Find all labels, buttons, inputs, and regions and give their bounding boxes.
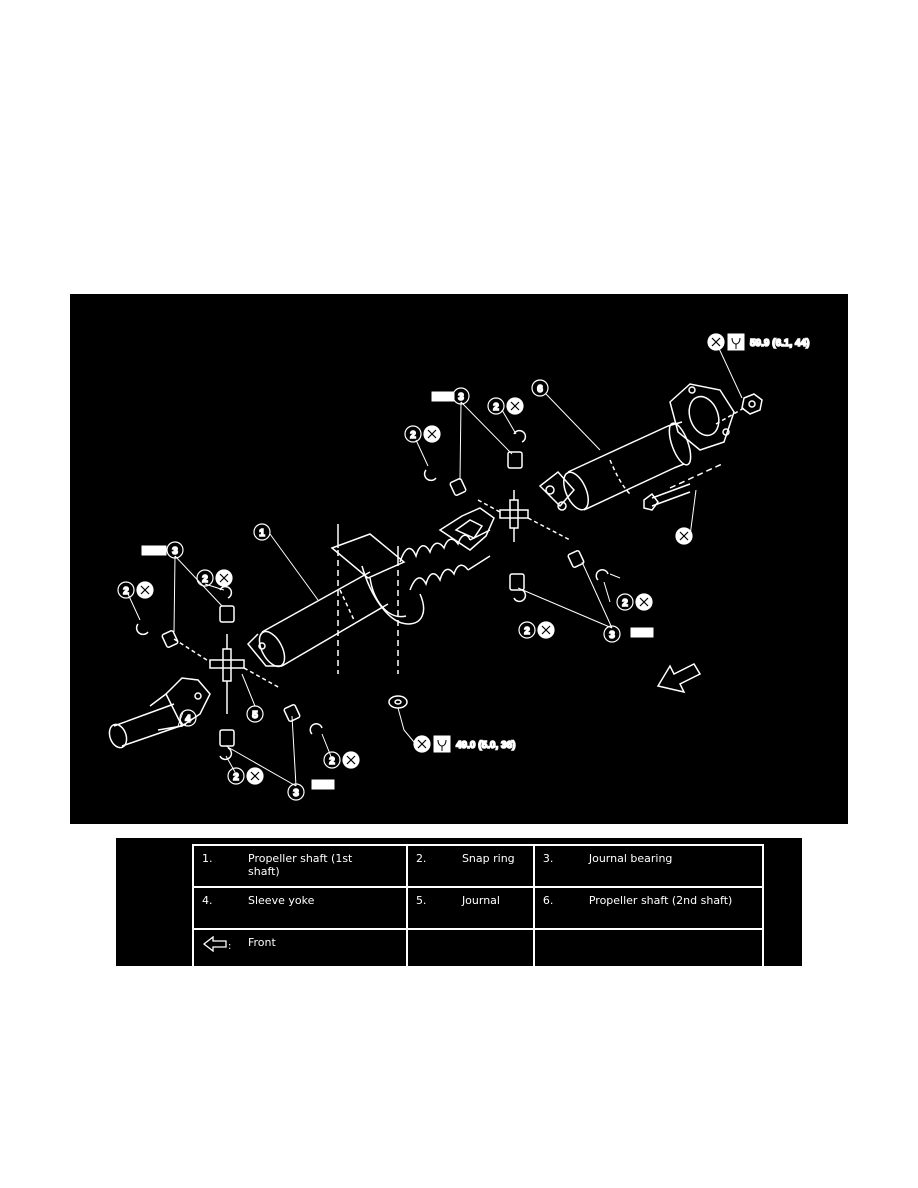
legend-table: 1. Propeller shaft (1st shaft) 2. Snap rin…	[192, 844, 765, 972]
callout-2-a: 2	[202, 574, 208, 585]
legend-label: Propeller shaft (1st shaft)	[248, 852, 353, 878]
center-bearing-nut	[388, 695, 408, 709]
callout-2-c: 2	[410, 430, 416, 441]
front-arrow-icon: :	[202, 936, 231, 952]
torque-spec-center-bearing: 49.0 (5.0, 36)	[456, 740, 515, 751]
legend-number: 5.	[415, 894, 427, 907]
propeller-shaft-1st	[246, 507, 495, 674]
propeller-shaft-2nd	[538, 383, 763, 511]
grease-icons	[141, 391, 654, 790]
leader-lines	[127, 341, 743, 787]
legend-label-front: Front	[248, 936, 276, 949]
exploded-view-diagram: 1 6 3 3 3 3 5 4 2 2 2 2 2 2 2 2 59.9 (6.…	[70, 294, 848, 824]
callout-3-right: 3	[609, 630, 615, 641]
legend-panel: 1. Propeller shaft (1st shaft) 2. Snap rin…	[116, 838, 802, 972]
callout-2-e: 2	[524, 626, 530, 637]
legend-cell: 3. Journal bearing	[532, 844, 765, 888]
journal-cross-front	[173, 634, 281, 714]
legend-cell: 6. Propeller shaft (2nd shaft)	[532, 886, 765, 930]
callout-5: 5	[252, 710, 258, 721]
front-colon: :	[228, 941, 231, 952]
callout-3-bottom: 3	[293, 788, 299, 799]
callout-2-f: 2	[622, 598, 628, 609]
legend-cell: 4. Sleeve yoke	[192, 886, 408, 930]
legend-cell: 2. Snap ring	[405, 844, 535, 888]
legend-cell: 5. Journal	[405, 886, 535, 930]
legend-cell-front: : Front	[192, 928, 408, 972]
callout-4: 4	[185, 714, 191, 725]
sleeve-yoke	[108, 677, 211, 749]
legend-row: 4. Sleeve yoke 5. Journal 6. Propeller shaf…	[192, 886, 765, 930]
torque-wrench-icons	[433, 333, 745, 753]
snap-rings	[135, 429, 609, 761]
callout-3-top: 3	[458, 392, 464, 403]
callout-2-g: 2	[329, 756, 335, 767]
callout-2-d: 2	[123, 586, 129, 597]
legend-label: Journal	[461, 894, 500, 907]
callout-3-left: 3	[172, 546, 178, 557]
callout-2-h: 2	[233, 772, 239, 783]
diagram-drawing: 1 6 3 3 3 3 5 4 2 2 2 2 2 2 2 2 59.9 (6.…	[108, 333, 810, 801]
legend-number: 2.	[415, 852, 427, 865]
legend-number: 4.	[202, 894, 213, 907]
torque-spec-flange: 59.9 (6.1, 44)	[750, 338, 809, 349]
callout-2-b: 2	[493, 402, 499, 413]
callout-circles	[117, 379, 634, 801]
legend-row: : Front	[192, 928, 765, 972]
journal-bearings	[161, 451, 585, 747]
legend-label: Snap ring	[461, 852, 515, 865]
legend-number: 6.	[542, 894, 554, 907]
legend-cell-empty	[405, 928, 535, 972]
legend-label: Sleeve yoke	[248, 894, 315, 907]
legend-number: 3.	[542, 852, 554, 865]
callout-1: 1	[259, 528, 265, 539]
legend-number: 1.	[202, 852, 213, 865]
front-direction-arrow	[656, 663, 702, 694]
legend-cell: 1. Propeller shaft (1st shaft)	[192, 844, 408, 888]
callout-6: 6	[537, 384, 543, 395]
replace-symbols	[136, 333, 725, 785]
legend-label: Propeller shaft (2nd shaft)	[588, 894, 733, 907]
legend-cell-empty	[532, 928, 765, 972]
journal-cross-rear	[477, 490, 571, 542]
legend-row: 1. Propeller shaft (1st shaft) 2. Snap rin…	[192, 844, 765, 888]
legend-label: Journal bearing	[588, 852, 673, 865]
